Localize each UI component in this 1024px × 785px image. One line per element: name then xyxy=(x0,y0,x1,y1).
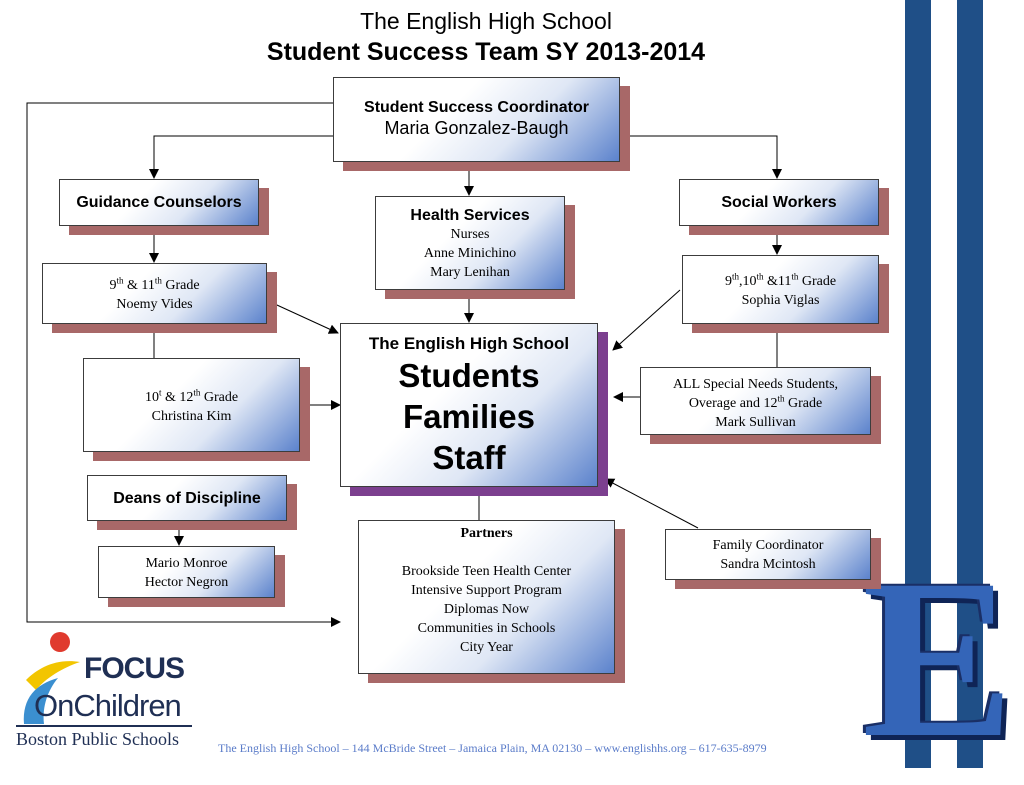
grade-10-12-counselor-name: Christina Kim xyxy=(151,409,232,424)
guidance-counselors-box: Guidance Counselors xyxy=(59,179,259,226)
special-needs-line2: Overage and 12th Grade xyxy=(688,393,823,411)
connector-lines xyxy=(26,102,782,627)
family-coordinator-title: Family Coordinator xyxy=(712,538,824,553)
health-nurse-2: Mary Lenihan xyxy=(430,265,510,280)
grade-10-12-counselor-box: 10t & 12th Grade Christina Kim xyxy=(83,358,300,452)
grade-9-10-11-social-worker-name: Sophia Viglas xyxy=(741,293,820,308)
logo-bps-text: Boston Public Schools xyxy=(16,729,180,749)
special-needs-line1: ALL Special Needs Students, xyxy=(672,377,839,392)
center-students: Students xyxy=(398,357,540,394)
footer-address: The English High School – 144 McBride St… xyxy=(218,741,767,755)
partner-item: City Year xyxy=(460,640,513,655)
center-staff: Staff xyxy=(432,439,506,476)
guidance-counselors-title: Guidance Counselors xyxy=(76,194,242,211)
partner-item: Brookside Teen Health Center xyxy=(401,564,572,579)
grade-9-10-11-label: 9th,10th &11th Grade xyxy=(724,271,837,289)
coordinator-name: Maria Gonzalez-Baugh xyxy=(384,118,569,138)
health-nurse-1: Anne Minichino xyxy=(423,246,517,261)
social-workers-title: Social Workers xyxy=(721,194,837,211)
center-families: Families xyxy=(402,398,536,435)
grade-9-10-11-social-worker-box: 9th,10th &11th Grade Sophia Viglas xyxy=(682,255,879,324)
logo-figure-icon xyxy=(23,632,80,724)
partner-item: Intensive Support Program xyxy=(411,583,562,598)
grade-9-11-label: 9th & 11th Grade xyxy=(109,275,200,293)
logo-divider xyxy=(16,725,192,727)
focus-on-children-logo: FOCUS OnChildren Boston Public Schools xyxy=(14,628,204,754)
deans-title: Deans of Discipline xyxy=(113,490,261,507)
health-nurses: Nurses xyxy=(450,227,490,242)
center-students-families-staff-box: The English High School Students Familie… xyxy=(340,323,598,487)
logo-focus-text: FOCUS xyxy=(84,652,185,685)
deans-names-box: Mario Monroe Hector Negron xyxy=(98,546,275,598)
deans-of-discipline-box: Deans of Discipline xyxy=(87,475,287,521)
health-services-box: Health Services Nurses Anne Minichino Ma… xyxy=(375,196,565,290)
family-coordinator-box: Family Coordinator Sandra Mcintosh xyxy=(665,529,871,580)
dean-name-1: Mario Monroe xyxy=(145,556,228,571)
dean-name-2: Hector Negron xyxy=(144,575,229,590)
grade-9-11-counselor-name: Noemy Vides xyxy=(116,297,193,312)
grade-10-12-label: 10t & 12th Grade xyxy=(144,387,239,405)
social-workers-box: Social Workers xyxy=(679,179,879,226)
decorative-stripe-left xyxy=(905,0,931,768)
decorative-stripe-right xyxy=(957,0,983,768)
partners-box: Partners Brookside Teen Health Center In… xyxy=(358,520,615,674)
center-school-title: The English High School xyxy=(368,334,570,353)
special-needs-name: Mark Sullivan xyxy=(715,415,796,430)
page-subtitle: Student Success Team SY 2013-2014 xyxy=(266,38,706,66)
health-services-title: Health Services xyxy=(410,207,530,224)
partner-item: Communities in Schools xyxy=(417,621,556,636)
coordinator-title: Student Success Coordinator xyxy=(364,99,589,116)
large-letter-e: E xyxy=(862,533,1015,785)
grade-9-11-counselor-box: 9th & 11th Grade Noemy Vides xyxy=(42,263,267,324)
logo-onchildren-text: OnChildren xyxy=(34,688,182,723)
special-needs-box: ALL Special Needs Students, Overage and … xyxy=(640,367,871,435)
page-title: The English High School xyxy=(360,8,612,34)
student-success-coordinator-box: Student Success Coordinator Maria Gonzal… xyxy=(333,77,620,162)
partners-title: Partners xyxy=(460,526,513,541)
partner-item: Diplomas Now xyxy=(443,602,530,617)
family-coordinator-name: Sandra Mcintosh xyxy=(720,557,816,572)
